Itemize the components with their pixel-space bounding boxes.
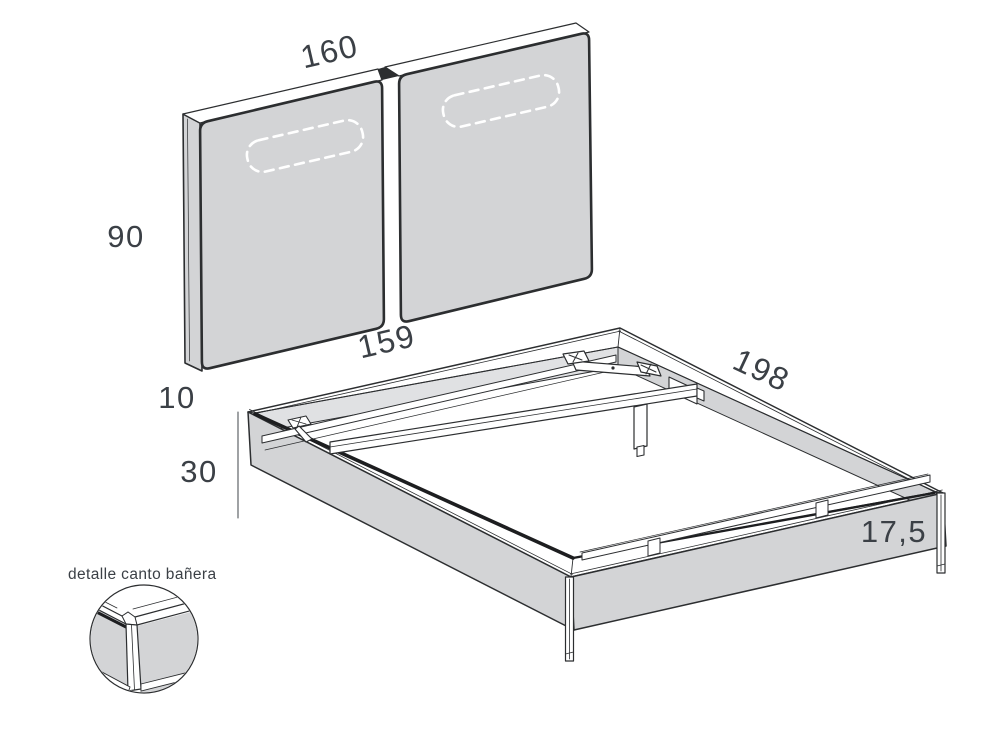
dim-frame-height: 30: [180, 454, 217, 489]
bed-frame-drawing: [237, 327, 947, 662]
head-rail: [261, 354, 619, 451]
mounting-slot-left: [245, 118, 365, 174]
corner-bracket-head: [562, 350, 662, 377]
detail-caption: detalle canto bañera: [68, 566, 216, 583]
rail-cleat: [647, 537, 661, 557]
dim-headboard-height: 90: [107, 219, 144, 254]
headboard-right-top-face: [384, 22, 590, 77]
crossbar: [329, 383, 705, 455]
rail-cleat: [815, 499, 829, 519]
mounting-slot-right: [441, 73, 561, 129]
center-leg: [633, 403, 648, 458]
corner-leg-front: [564, 576, 575, 662]
corner-leg-right: [936, 492, 946, 574]
headboard-drawing: [182, 22, 594, 372]
dim-headboard-width-top: 160: [297, 27, 362, 75]
corner-bracket-left: [287, 415, 313, 443]
edge-detail: [89, 584, 199, 694]
headboard-right-panel: [397, 32, 594, 323]
dim-headboard-depth: 10: [158, 380, 195, 415]
dim-frame-side-height: 17,5: [861, 514, 927, 549]
side-rail: [579, 473, 931, 561]
headboard-panel-gap: [378, 67, 399, 80]
